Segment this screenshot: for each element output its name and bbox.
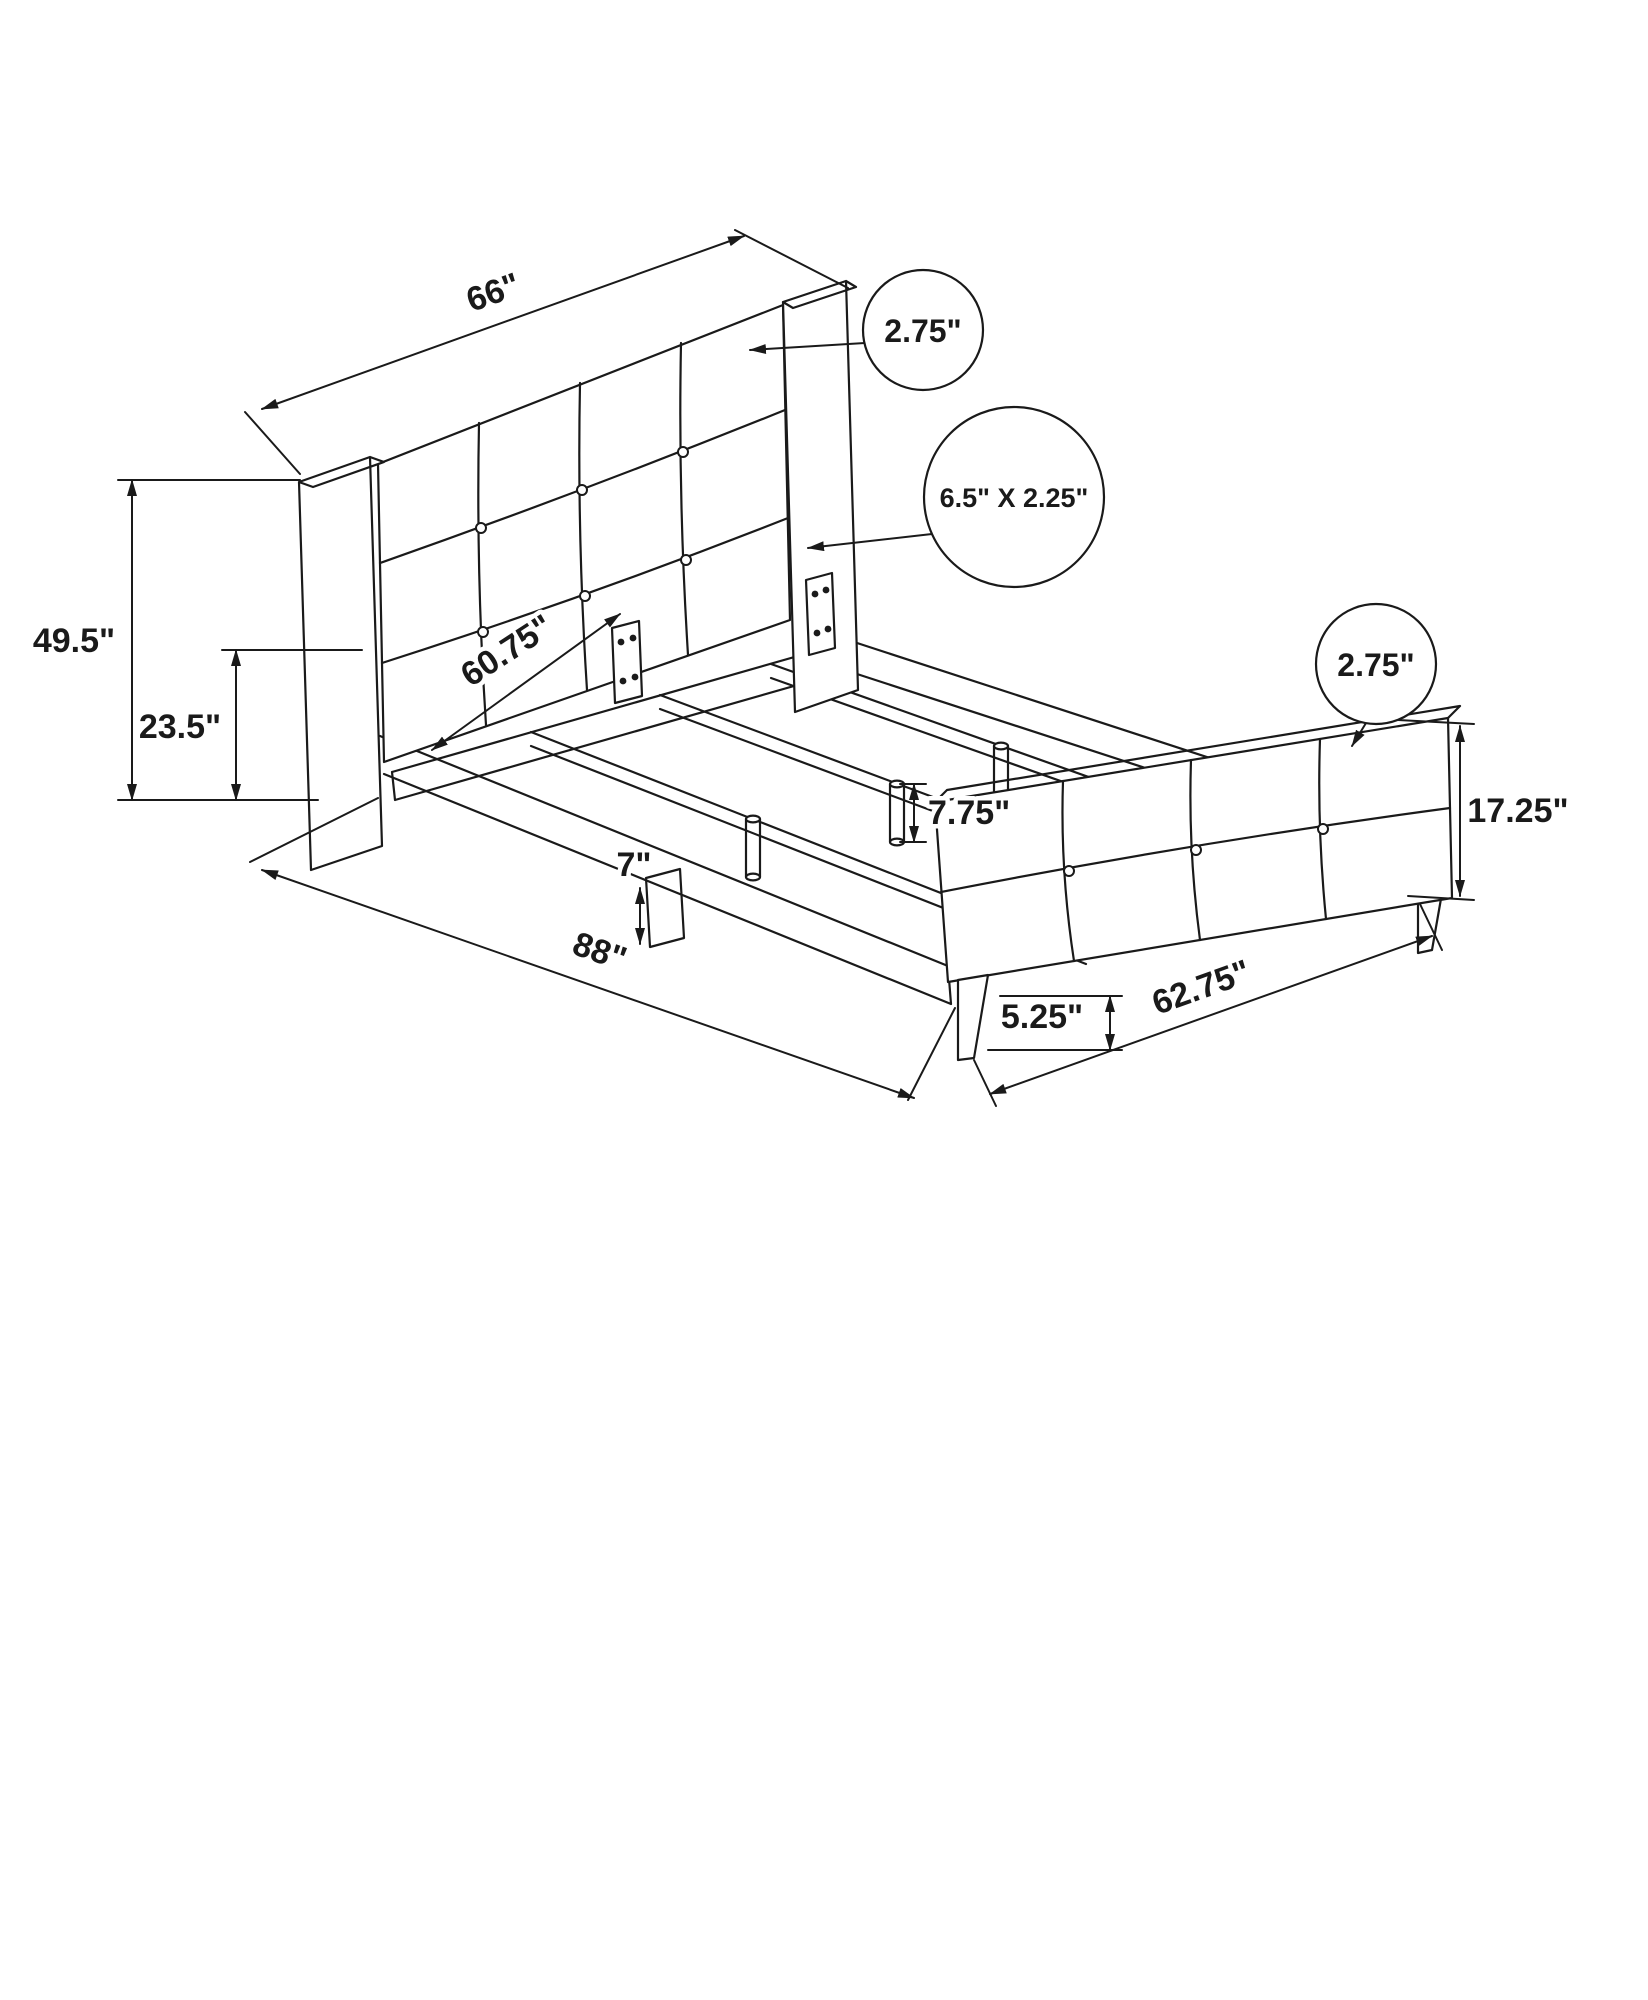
overall-length-label: 88"	[568, 925, 631, 979]
headboard-right-post	[781, 279, 860, 714]
headboard-tufting-lines	[378, 341, 790, 727]
dimension-support-leg-height: 7.75"	[899, 783, 1015, 843]
center-block-leg	[644, 867, 686, 949]
rail-size-label: 6.5" X 2.25"	[940, 483, 1089, 513]
headboard-thickness-label: 2.75"	[884, 313, 961, 349]
post-height-label: 23.5"	[139, 708, 221, 746]
headboard	[297, 279, 860, 872]
callout-circle	[861, 268, 985, 392]
callout-headboard-thickness: 2.75"	[749, 268, 985, 392]
callout-circle	[922, 405, 1106, 589]
footboard-height-label: 17.25"	[1467, 792, 1568, 830]
dimension-headboard-height: 49.5"	[28, 479, 319, 801]
callout-circle	[1314, 602, 1438, 726]
dimension-footboard-leg-height: 5.25"	[987, 994, 1123, 1051]
footboard-front-leg	[956, 973, 990, 1062]
footboard	[933, 704, 1462, 1062]
footboard-leg-height-label: 5.25"	[1001, 998, 1083, 1036]
dimension-footboard-height: 17.25"	[1397, 719, 1573, 901]
headboard-width-label: 66"	[461, 266, 525, 320]
dimension-post-height: 23.5"	[134, 649, 363, 801]
headboard-left-post	[297, 455, 386, 872]
headboard-panel	[376, 303, 792, 764]
footboard-tuft-buttons	[1063, 823, 1329, 877]
head-rail	[390, 638, 859, 802]
callout-footboard-thickness: 2.75"	[1314, 602, 1438, 747]
center-leg-height-label: 7"	[616, 846, 651, 884]
headboard-height-label: 49.5"	[33, 622, 115, 660]
footboard-thickness-label: 2.75"	[1337, 647, 1414, 683]
callout-rail-size: 6.5" X 2.25"	[807, 405, 1106, 589]
side-rail-near	[378, 734, 953, 1006]
footboard-width-label: 62.75"	[1147, 953, 1255, 1023]
support-leg-height-label: 7.75"	[928, 794, 1010, 832]
